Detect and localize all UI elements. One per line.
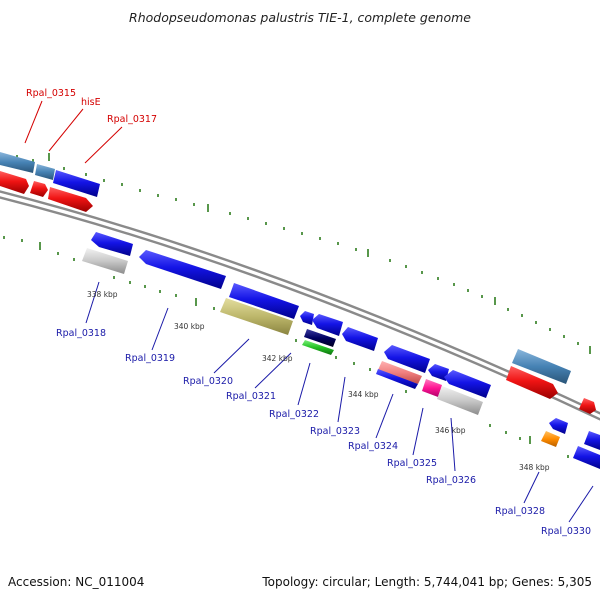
kbp-label: 344 kbp — [348, 390, 379, 399]
gene-rpal-0321-green[interactable] — [302, 340, 334, 355]
label-rpal-0321[interactable]: Rpal_0321 — [226, 391, 276, 402]
leader-lines-bottom — [85, 281, 594, 523]
gene-rpal-0324-bar[interactable] — [384, 345, 430, 373]
top-labels: Rpal_0315 hisE Rpal_0317 — [26, 88, 157, 125]
scale-ticks-lower — [3, 236, 569, 458]
label-rpal-0317[interactable]: Rpal_0317 — [107, 114, 157, 125]
lower-genes — [82, 232, 600, 469]
gene-rpal-0325-small[interactable] — [428, 364, 449, 381]
label-rpal-0326[interactable]: Rpal_0326 — [426, 475, 476, 486]
label-rpal-0328[interactable]: Rpal_0328 — [495, 506, 545, 517]
gene-rpal-0320-bar[interactable] — [229, 283, 299, 319]
gene-rpal-0326-bar[interactable] — [444, 370, 491, 398]
label-rpal-0330[interactable]: Rpal_0330 — [541, 526, 591, 537]
gene-rpal-0319-bar[interactable] — [139, 250, 226, 289]
label-rpal-0322[interactable]: Rpal_0322 — [269, 409, 319, 420]
kbp-label: 342 kbp — [262, 354, 293, 363]
scale-ticks-upper — [16, 153, 591, 354]
gene-rpal-0324-bluebar[interactable] — [376, 369, 418, 389]
gene-rpal-0322-bar[interactable] — [312, 314, 343, 336]
gene-right-blue-1[interactable] — [584, 431, 600, 450]
label-hise[interactable]: hisE — [81, 97, 101, 108]
gene-rpal-0325-pink[interactable] — [422, 379, 442, 397]
gene-rpal-0326-grey[interactable] — [437, 386, 483, 415]
leader-lines-top — [24, 100, 123, 164]
gene-red-forward-3[interactable] — [48, 187, 93, 212]
gene-red-right[interactable] — [506, 366, 558, 399]
gene-hise-bar[interactable] — [35, 164, 55, 180]
label-rpal-0323[interactable]: Rpal_0323 — [310, 426, 360, 437]
kbp-scale-labels: 338 kbp 340 kbp 342 kbp 344 kbp 346 kbp … — [87, 290, 550, 472]
map-title: Rhodopseudomonas palustris TIE-1, comple… — [129, 10, 471, 25]
label-rpal-0315[interactable]: Rpal_0315 — [26, 88, 76, 99]
gene-rpal-0328-orange[interactable] — [541, 431, 560, 447]
gene-rpal-0318-bar[interactable] — [91, 232, 133, 256]
gene-rpal-0324-salmon[interactable] — [378, 361, 422, 384]
gene-red-forward-1[interactable] — [0, 171, 29, 194]
gene-rpal-0320-khaki[interactable] — [220, 298, 293, 335]
gene-rpal-0317-bar[interactable] — [53, 170, 100, 197]
genome-backbone — [0, 190, 600, 421]
kbp-label: 340 kbp — [174, 322, 205, 331]
gene-rpal-0315-bar[interactable] — [0, 152, 35, 173]
kbp-label: 346 kbp — [435, 426, 466, 435]
label-rpal-0318[interactable]: Rpal_0318 — [56, 328, 106, 339]
bottom-labels: Rpal_0318 Rpal_0319 Rpal_0320 Rpal_0321 … — [56, 328, 591, 537]
gene-rpal-0328-blue[interactable] — [549, 418, 568, 434]
gene-rpal-0323-bar[interactable] — [342, 327, 378, 351]
upper-genes — [0, 152, 596, 414]
gene-rpal-0330-bar[interactable] — [573, 446, 600, 469]
kbp-label: 348 kbp — [519, 463, 550, 472]
gene-red-edge[interactable] — [579, 398, 596, 414]
label-rpal-0324[interactable]: Rpal_0324 — [348, 441, 398, 452]
accession-text: Accession: NC_011004 — [8, 575, 144, 589]
gene-red-forward-2[interactable] — [30, 181, 48, 197]
gene-rpal-0321-navy[interactable] — [304, 329, 336, 347]
label-rpal-0325[interactable]: Rpal_0325 — [387, 458, 437, 469]
label-rpal-0320[interactable]: Rpal_0320 — [183, 376, 233, 387]
gene-steel-right[interactable] — [512, 349, 571, 384]
label-rpal-0319[interactable]: Rpal_0319 — [125, 353, 175, 364]
topology-text: Topology: circular; Length: 5,744,041 bp… — [261, 575, 592, 589]
kbp-label: 338 kbp — [87, 290, 118, 299]
gene-rpal-0318-grey[interactable] — [82, 248, 128, 274]
gene-small-blue[interactable] — [300, 311, 314, 325]
